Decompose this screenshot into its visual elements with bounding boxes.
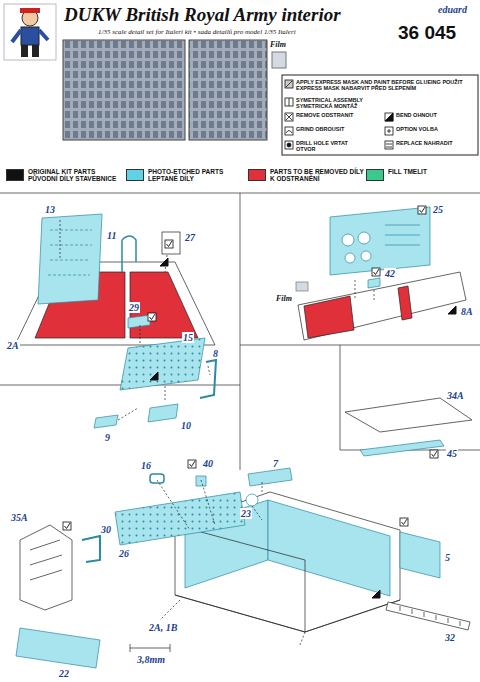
callout-number: 9 [104,432,111,443]
callout-number: 22 [58,668,70,679]
callout-number: 10 [180,420,192,431]
film-sheet [272,52,286,68]
legend-swatch [366,169,384,181]
symbol-box [282,75,478,155]
check-icon [400,518,408,526]
callout-number: 13 [44,204,56,215]
hull-art [16,468,470,668]
legend-swatch [248,169,266,181]
callout-number: 7 [272,458,279,469]
check-icon [63,522,71,530]
callout-number: 34A [446,390,465,401]
bend-icon [160,258,168,266]
dimension-label: 3,8mm [136,654,166,665]
legend-text: PHOTO-ETCHED PARTS LEPTANÉ DÍLY [148,168,246,183]
callout-number: 30 [100,524,112,535]
legend-text: BEND OHNOUT [396,112,466,118]
callout-number: 15 [182,332,194,343]
callout-number: 11 [106,230,117,241]
callout-number: 2A [6,340,20,351]
callout-number: 45 [446,448,458,459]
legend-text: REPLACE NAHRADIT [396,140,466,146]
bend-icons [150,258,456,598]
bend-icon [150,372,158,380]
legend-swatch [126,169,144,181]
bend-icon [448,306,456,314]
legend-text: GRIND OBROUSIT [296,126,366,132]
callout-number: 5 [444,552,451,563]
callout-number: 26 [118,548,130,559]
brand: eduard [438,4,467,15]
check-icon [418,206,426,214]
check-icon [372,268,380,276]
legend-text: ORIGINAL KIT PARTS PŮVODNÍ DÍLY STAVEBNI… [28,168,126,183]
callout-number: 8 [212,348,219,359]
film-label: Film [270,40,286,49]
panel-borders [0,193,480,470]
callout-number: 25 [432,204,444,215]
callout-number: 2A, 1B [148,622,178,633]
callout-number: 35A [10,512,29,523]
panel-2-art [296,207,466,340]
subtitle: 1/35 scale detail set for Italeri kit • … [98,28,296,36]
callout-number: 27 [184,232,196,243]
legend-text: OPTION VOLBA [396,126,466,132]
check-icon [148,313,156,321]
legend-text: DRILL HOLE VRTAT OTVOR [296,140,366,153]
check-icon [188,460,196,468]
legend-text: FILL TMELIT [388,168,480,175]
legend-text: PARTS TO BE REMOVED DÍLY K ODSTRANĚNÍ [270,168,368,183]
callout-number: 23 [240,508,252,519]
logo-figure [4,4,56,60]
panel-1-art [15,214,216,428]
legend-text: APPLY EXPRESS MASK AND PAINT BEFORE GLUE… [296,79,474,92]
set-number: 36 045 [398,22,456,44]
callout-number: 29 [128,302,140,313]
legend-text: REMOVE ODSTRANIT [296,112,366,118]
callout-number: 8A [460,306,474,317]
film-label: Film [276,294,292,303]
callout-number: 16 [140,460,152,471]
check-icon [165,240,173,248]
legend-text: SYMETRICAL ASSEMBLY SYMETRICKÁ MONTÁŽ [296,97,381,110]
check-icon [430,450,438,458]
callout-number: 40 [202,458,214,469]
callout-number: 42 [384,268,396,279]
fret-image [63,40,185,140]
title: DUKW British Royal Army interior [64,4,341,26]
bend-icon [372,590,380,598]
fret-image [189,40,267,140]
callout-number: 32 [444,632,456,643]
legend-swatch [6,169,24,181]
check-icons [63,206,438,530]
